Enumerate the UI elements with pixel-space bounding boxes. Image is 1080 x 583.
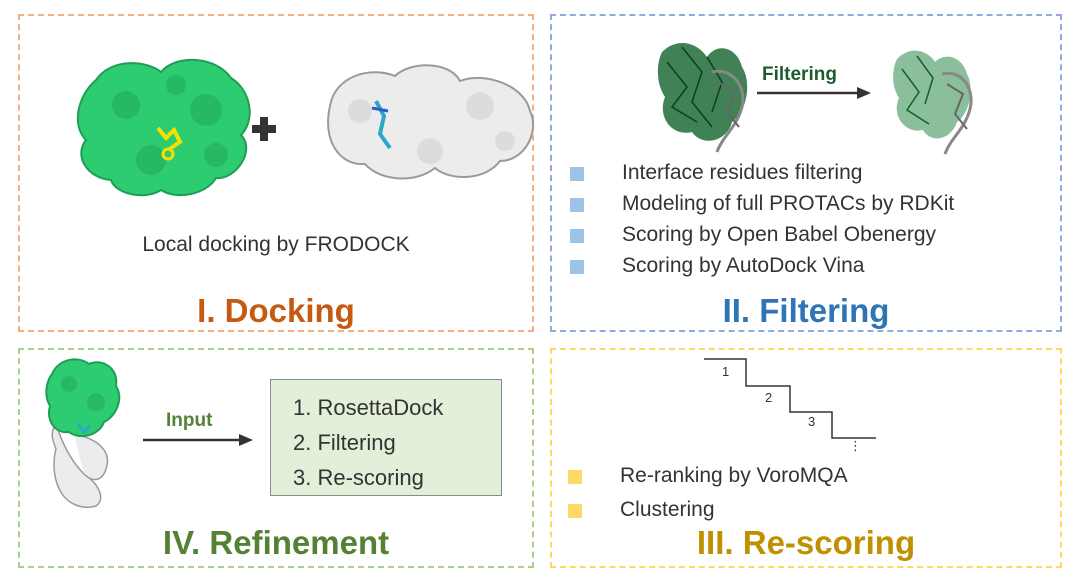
- filtering-arrow-label: Filtering: [762, 64, 837, 85]
- gray-protein-surface: [327, 64, 535, 180]
- refinement-step: 3. Re-scoring: [293, 465, 424, 490]
- bullet-square-icon: [568, 504, 582, 518]
- rank-label: 2: [765, 390, 773, 405]
- filtering-arrow: [757, 87, 871, 99]
- refinement-step: 2. Filtering: [293, 430, 396, 455]
- filtering-title: II. Filtering: [722, 292, 890, 329]
- docking-caption: Local docking by FRODOCK: [142, 233, 410, 256]
- rescoring-step-list: Re-ranking by VoroMQA Clustering: [568, 464, 848, 522]
- filtering-step: Modeling of full PROTACs by RDKit: [570, 192, 954, 216]
- input-arrow: [143, 434, 253, 446]
- bullet-square-icon: [570, 260, 584, 274]
- rescoring-panel: 1 2 3 ⋮ Re-ranking by VoroMQA Clustering…: [550, 348, 1062, 568]
- bullet-square-icon: [568, 470, 582, 484]
- refinement-panel: Input 1. RosettaDock 2. Filtering 3. Re-…: [18, 348, 534, 568]
- rank-label: 1: [722, 364, 730, 379]
- refinement-step: 1. RosettaDock: [293, 395, 444, 420]
- bullet-square-icon: [570, 198, 584, 212]
- refinement-steps-box: 1. RosettaDock 2. Filtering 3. Re-scorin…: [270, 379, 502, 496]
- ensemble-structure-after: [893, 50, 973, 155]
- rescoring-title: III. Re-scoring: [696, 524, 916, 561]
- bullet-square-icon: [570, 229, 584, 243]
- rescoring-step-label: Clustering: [620, 498, 715, 521]
- rank-ellipsis: ⋮: [849, 438, 862, 453]
- plus-icon: [252, 117, 276, 141]
- rank-label: 3: [808, 414, 816, 429]
- filtering-step: Scoring by Open Babel Obenergy: [570, 223, 954, 247]
- bullet-square-icon: [570, 167, 584, 181]
- rescoring-step: Clustering: [568, 498, 848, 522]
- filtering-step-label: Modeling of full PROTACs by RDKit: [622, 192, 955, 215]
- filtering-step-label: Interface residues filtering: [622, 161, 863, 184]
- refinement-title: IV. Refinement: [162, 524, 390, 561]
- rescoring-step: Re-ranking by VoroMQA: [568, 464, 848, 488]
- ranking-staircase: [704, 358, 876, 439]
- filtering-panel: Filtering Interface residues filtering M…: [550, 14, 1062, 332]
- filtering-step: Interface residues filtering: [570, 161, 954, 185]
- filtering-step-list: Interface residues filtering Modeling of…: [570, 161, 954, 278]
- green-protein-surface: [76, 59, 251, 197]
- complex-structure: [45, 358, 121, 508]
- input-arrow-label: Input: [166, 410, 213, 431]
- filtering-step-label: Scoring by Open Babel Obenergy: [622, 223, 937, 246]
- docking-panel: Local docking by FRODOCK I. Docking: [18, 14, 535, 332]
- rescoring-step-label: Re-ranking by VoroMQA: [620, 464, 848, 487]
- ensemble-structure-before: [657, 42, 748, 153]
- docking-title: I. Docking: [197, 292, 355, 329]
- filtering-step-label: Scoring by AutoDock Vina: [622, 254, 865, 277]
- filtering-step: Scoring by AutoDock Vina: [570, 254, 954, 278]
